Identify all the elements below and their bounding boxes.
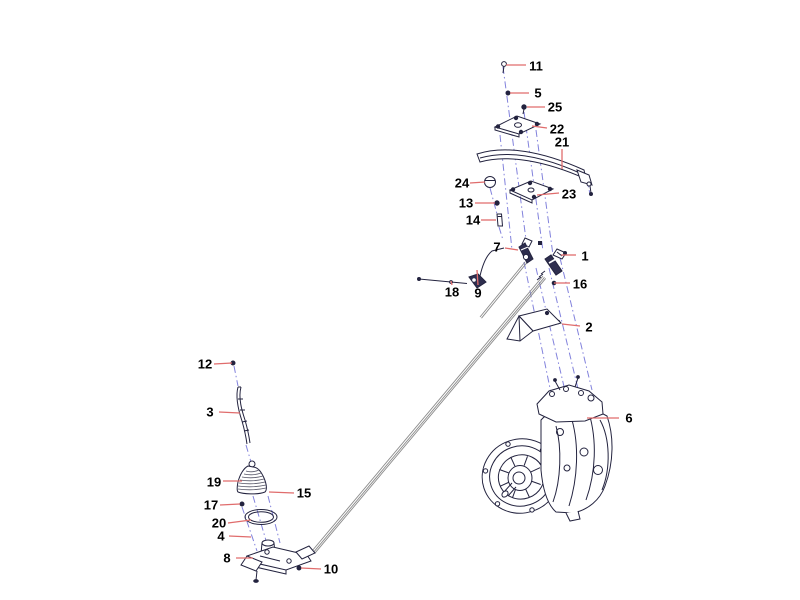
boot-ring-20 — [244, 509, 278, 525]
cable-end-1 — [536, 248, 567, 281]
case-bosses — [556, 428, 603, 475]
callout-7: 7 — [493, 240, 500, 255]
select-rod-18 — [417, 277, 468, 284]
screw-17 — [239, 501, 245, 507]
callout-22: 22 — [550, 122, 564, 137]
leader-line-17 — [219, 503, 241, 506]
callout-11: 11 — [529, 59, 543, 74]
bolt-dot — [538, 241, 542, 245]
leader-lines — [213, 64, 619, 570]
input-shaft — [501, 482, 517, 498]
callout-18: 18 — [445, 285, 459, 300]
callout-24: 24 — [455, 176, 470, 191]
cap-24 — [484, 176, 496, 188]
callout-1: 1 — [581, 249, 588, 264]
washer-5 — [505, 90, 511, 96]
callout-12: 12 — [198, 357, 212, 372]
screw-25 — [521, 104, 527, 110]
fastener-parts — [230, 61, 561, 571]
callout-3: 3 — [206, 405, 213, 420]
callout-15: 15 — [297, 486, 311, 501]
leader-line-2 — [561, 323, 581, 327]
plate-23 — [508, 180, 555, 204]
callout-16: 16 — [573, 277, 587, 292]
leader-line-7 — [504, 247, 519, 251]
cable-end-7 — [518, 237, 534, 264]
leader-line-23 — [536, 192, 560, 196]
leader-line-4 — [228, 535, 252, 538]
leader-line-12 — [213, 362, 233, 365]
callout-labels: 1234567891011121314151617181920212223242… — [198, 59, 633, 577]
callout-4: 4 — [217, 529, 225, 544]
callout-14: 14 — [466, 213, 481, 228]
callout-5: 5 — [534, 86, 541, 101]
leader-line-24 — [469, 181, 486, 184]
bolt-11-head — [501, 61, 507, 67]
callout-21: 21 — [555, 135, 569, 150]
callout-10: 10 — [324, 562, 338, 577]
linkage-rod — [311, 261, 547, 554]
callout-8: 8 — [223, 551, 230, 566]
shift-lever-3 — [236, 386, 251, 445]
leader-line-20 — [227, 519, 252, 524]
callout-25: 25 — [548, 100, 562, 115]
top-cover-details — [549, 375, 595, 402]
leader-line-18 — [450, 280, 453, 286]
bracket-21 — [476, 149, 593, 196]
top-cover — [536, 384, 604, 423]
leader-line-22 — [531, 125, 548, 129]
leader-line-10 — [300, 567, 322, 570]
callout-13: 13 — [459, 196, 473, 211]
callout-19: 19 — [207, 475, 221, 490]
shift-knob-19 — [236, 460, 267, 495]
nut-13 — [494, 200, 500, 206]
bracket-2 — [506, 308, 562, 342]
callout-2: 2 — [585, 320, 592, 335]
callout-20: 20 — [212, 516, 226, 531]
transmission-6 — [481, 375, 613, 522]
callout-9: 9 — [474, 286, 481, 301]
callout-23: 23 — [562, 187, 576, 202]
leader-line-3 — [218, 411, 241, 414]
lever-base-8 — [240, 539, 316, 583]
plate-22 — [493, 115, 542, 138]
leader-line-15 — [268, 491, 295, 494]
bolt-10 — [296, 565, 302, 571]
callout-17: 17 — [204, 498, 218, 513]
spacer-14 — [496, 213, 504, 227]
callout-6: 6 — [625, 411, 632, 426]
leader-line-9 — [476, 269, 479, 286]
